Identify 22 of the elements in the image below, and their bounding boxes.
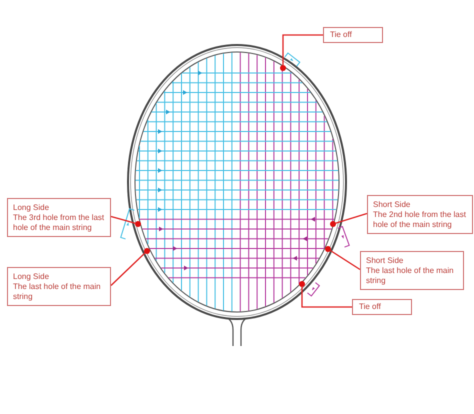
leader-line (336, 212, 368, 224)
callout-box (7, 267, 111, 306)
callout-box (352, 299, 412, 315)
leader-line (330, 250, 360, 270)
callout-box (367, 195, 473, 234)
callout-box (323, 27, 383, 43)
callout-text: Tie off (330, 30, 352, 40)
callout-heading: Short Side (366, 256, 404, 266)
callout-box (7, 198, 111, 237)
callout-text: The last hole of the main string (366, 266, 455, 286)
leader-line (110, 216, 136, 224)
callout-text: The 3rd hole from the last hole of the main string (13, 213, 105, 233)
callout-heading: Long Side (13, 272, 50, 282)
callout-text: The 2nd hole from the last hole of the main string (373, 210, 467, 230)
callout-heading: Long Side (13, 203, 50, 213)
leader-line (301, 287, 352, 308)
callout-text: The last hole of the main string (13, 282, 102, 302)
callout-heading: Short Side (373, 200, 410, 210)
callout-text: Tie off (359, 302, 381, 312)
leader-line (110, 252, 146, 286)
callout-box (360, 251, 464, 290)
leader-line (282, 34, 323, 65)
